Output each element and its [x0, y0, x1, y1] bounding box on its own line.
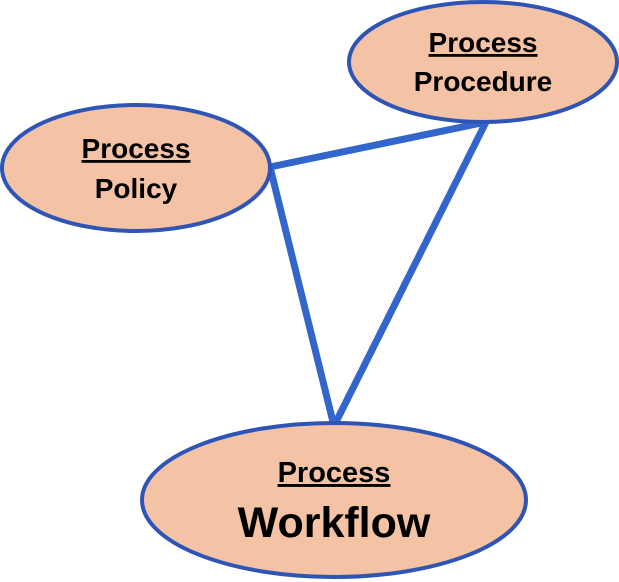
node-workflow-ellipse	[140, 421, 528, 579]
node-policy-ellipse	[0, 103, 272, 233]
node-process-policy: Process Policy	[0, 103, 272, 233]
node-policy-title: Process	[82, 133, 191, 164]
node-process-workflow: Process Workflow	[140, 421, 528, 579]
node-policy-subtitle: Policy	[95, 173, 178, 204]
node-procedure-ellipse	[347, 0, 619, 124]
edge-procedure-workflow	[330, 118, 490, 430]
node-procedure-title: Process	[429, 27, 538, 58]
edges	[266, 118, 490, 430]
edge-policy-procedure	[266, 118, 490, 171]
node-process-procedure: Process Procedure	[347, 0, 619, 124]
edge-policy-workflow	[266, 163, 338, 430]
node-procedure-subtitle: Procedure	[414, 66, 553, 97]
node-workflow-subtitle: Workflow	[238, 499, 431, 547]
node-workflow-title: Process	[278, 457, 391, 489]
